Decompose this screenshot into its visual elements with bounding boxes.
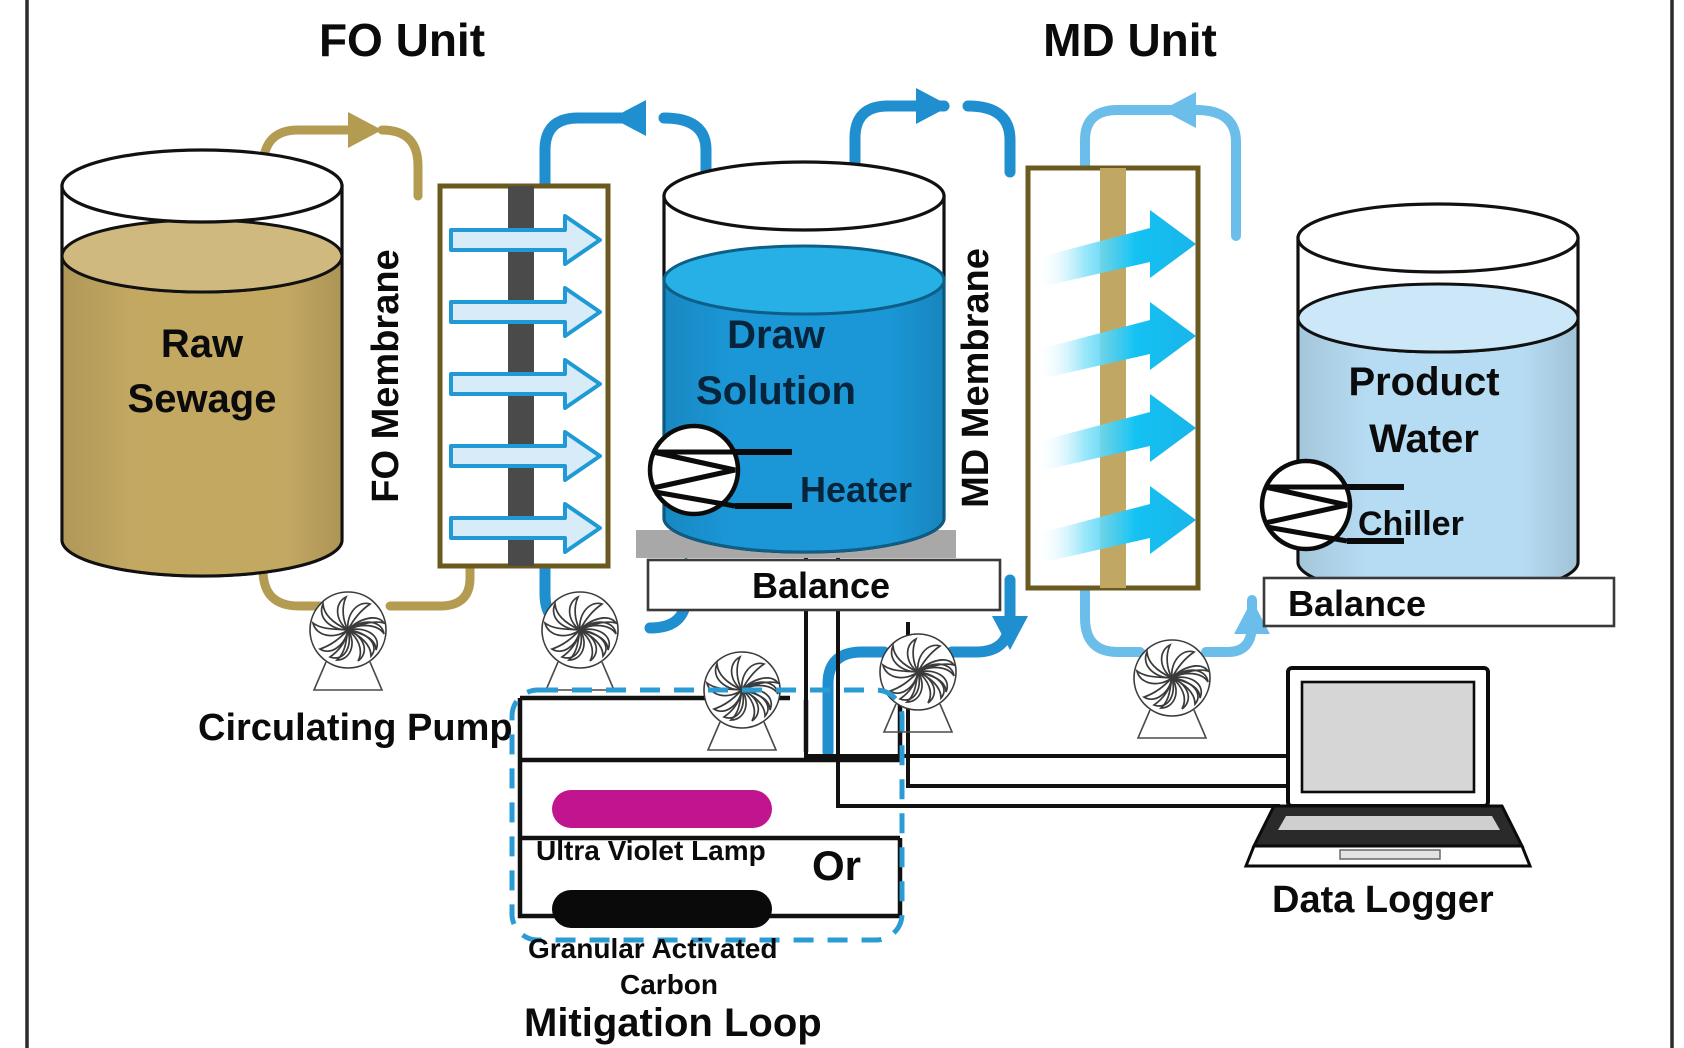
md-vapour-arrows: [1036, 210, 1196, 564]
fo-membrane-module[interactable]: FO Membrane: [365, 183, 611, 569]
draw-solution-surface: [662, 244, 946, 316]
product-inlet-arrowhead: [1234, 600, 1270, 634]
pump-draw-fo-circulating[interactable]: [541, 591, 619, 691]
tank-raw-sewage[interactable]: Raw Sewage: [60, 148, 344, 578]
heater-coil-icon: [647, 423, 792, 517]
product-water-rim: [1296, 202, 1580, 274]
laptop-screen: [1300, 680, 1476, 794]
mitigation-loop-group[interactable]: Ultra Violet Lamp Granular Activated Car…: [509, 687, 905, 1045]
mitigation-loop-boundary: [509, 687, 905, 943]
pump-draw-md-circulating[interactable]: [879, 633, 957, 733]
gac-label-line1: Granular Activated: [528, 933, 777, 964]
laptop-trackpad: [1339, 849, 1441, 860]
md-return-arrowhead: [992, 616, 1028, 650]
tank-draw-solution[interactable]: Draw Solution Heater Balance: [636, 160, 1002, 612]
heater-label: Heater: [800, 469, 912, 510]
uv-lamp-icon[interactable]: [552, 790, 772, 828]
laptop-key-row: [1278, 816, 1500, 830]
data-logger-group[interactable]: Data Logger: [1243, 666, 1533, 921]
md-membrane-module[interactable]: MD Membrane: [955, 165, 1201, 591]
tank-product-water[interactable]: Product Water Chiller Balance: [1259, 202, 1616, 628]
fo-unit-title: FO Unit: [319, 14, 485, 66]
gac-label-line2: Carbon: [620, 969, 718, 1000]
circulating-pump-label: Circulating Pump: [198, 707, 513, 749]
fo-membrane-label: FO Membrane: [365, 249, 407, 502]
draw-solution-label-line1: Draw: [727, 313, 826, 357]
pump-feed-circulating[interactable]: [309, 591, 387, 691]
product-water-label-line1: Product: [1348, 360, 1499, 404]
draw-solution-label-line2: Solution: [696, 369, 856, 413]
draw-balance-platform[interactable]: [646, 558, 1002, 612]
uv-lamp-label: Ultra Violet Lamp: [536, 835, 766, 866]
mitigation-loop-title: Mitigation Loop: [524, 1001, 822, 1045]
chiller-coil-icon: [1259, 458, 1404, 552]
distillate-flow-arrowhead: [1162, 92, 1196, 128]
product-water-label-line2: Water: [1369, 417, 1479, 461]
raw-sewage-surface: [60, 218, 344, 294]
mitigation-or-label: Or: [812, 842, 861, 889]
draw-balance-label: Balance: [752, 565, 890, 606]
md-membrane-label: MD Membrane: [955, 248, 997, 508]
raw-sewage-label-line2: Sewage: [128, 377, 277, 421]
gac-icon[interactable]: [552, 890, 772, 928]
raw-sewage-liquid-shade: [62, 256, 342, 576]
draw-md-flow-arrowhead: [916, 88, 950, 124]
pump-distillate-circulating[interactable]: [1133, 639, 1211, 739]
product-water-surface: [1296, 282, 1580, 354]
product-balance-label: Balance: [1288, 583, 1426, 624]
raw-sewage-label-line1: Raw: [161, 322, 244, 366]
data-logger-label: Data Logger: [1272, 879, 1494, 921]
fo-permeate-arrows: [449, 214, 602, 554]
product-balance-platform[interactable]: [1262, 576, 1616, 628]
feed-flow-arrowhead: [348, 112, 382, 148]
draw-solution-rim: [662, 160, 946, 232]
product-water-liquid-shade: [1298, 318, 1578, 596]
draw-fo-flow-arrowhead: [612, 100, 646, 136]
raw-sewage-rim: [60, 148, 344, 224]
pipe-mitigation-loop: [517, 695, 903, 919]
md-unit-title: MD Unit: [1043, 14, 1217, 66]
pump-mitigation-circulating[interactable]: [703, 651, 781, 751]
chiller-label: Chiller: [1358, 505, 1464, 543]
